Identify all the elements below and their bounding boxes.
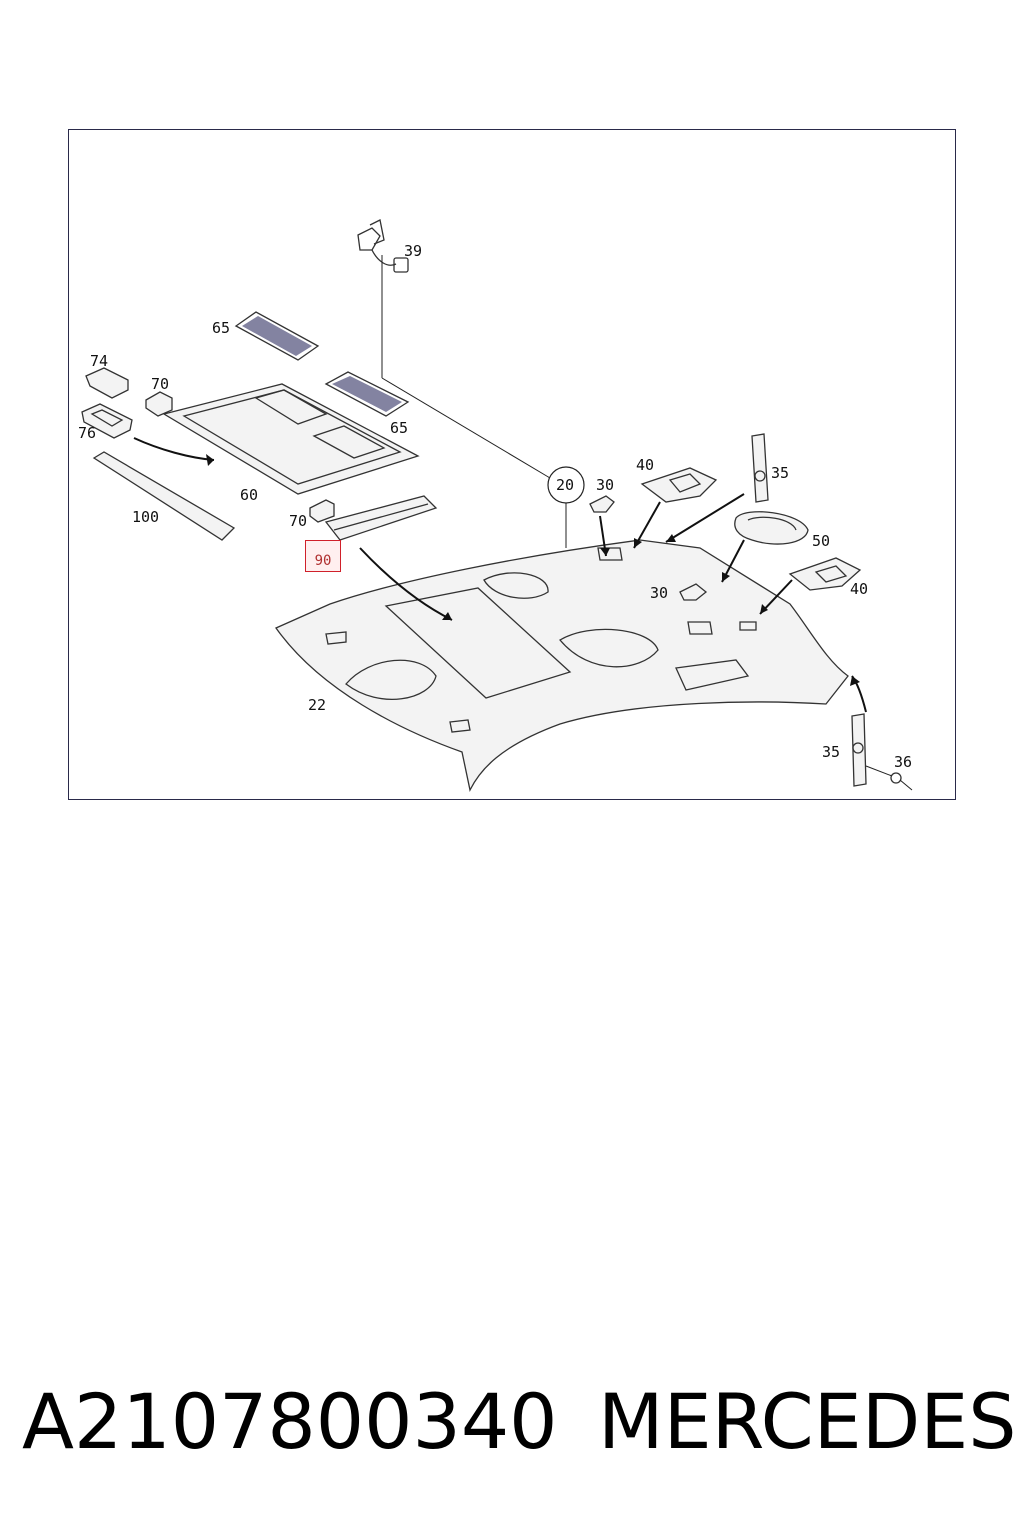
label-30-mid: 30 xyxy=(650,584,668,602)
label-39: 39 xyxy=(404,242,422,260)
part-35-bracket-b xyxy=(851,713,867,787)
label-65-top: 65 xyxy=(212,319,230,337)
label-60: 60 xyxy=(240,486,258,504)
label-70-bottom: 70 xyxy=(289,512,307,530)
label-74: 74 xyxy=(90,352,108,370)
label-20: 20 xyxy=(556,476,574,494)
part-40-bracket-b xyxy=(788,557,862,591)
part-30-clip-b xyxy=(679,583,708,601)
part-39-harness xyxy=(357,219,551,479)
label-76: 76 xyxy=(78,424,96,442)
label-50: 50 xyxy=(812,532,830,550)
part-100-trim-strip xyxy=(92,451,236,541)
part-70-clip-top xyxy=(145,391,173,417)
part-35-bracket-a xyxy=(751,433,769,503)
label-65-right: 65 xyxy=(390,419,408,437)
label-90: 90 xyxy=(314,553,332,569)
part-36-screw xyxy=(865,765,913,791)
part-40-bracket-a xyxy=(640,467,718,503)
assembly-arrows xyxy=(133,437,867,713)
label-22: 22 xyxy=(308,696,326,714)
label-40-top: 40 xyxy=(636,456,654,474)
part-65-panel-right xyxy=(324,371,410,417)
part-76-bezel xyxy=(81,403,133,439)
part-65-panel-top xyxy=(234,311,320,361)
highlighted-part-90[interactable]: 90 xyxy=(305,540,341,572)
label-100: 100 xyxy=(132,508,159,526)
label-40-right: 40 xyxy=(850,580,868,598)
label-35-bottom: 35 xyxy=(822,743,840,761)
part-50-lamp xyxy=(734,511,809,545)
footer-caption: A2107800340 MERCEDES xyxy=(22,1372,1016,1472)
brand-name: MERCEDES xyxy=(598,1377,1017,1466)
part-60-roof-panel xyxy=(162,383,420,495)
part-20-callout xyxy=(547,466,585,548)
part-70-clip-bottom xyxy=(309,499,335,523)
part-22-headliner xyxy=(275,539,849,792)
label-36: 36 xyxy=(894,753,912,771)
label-35-top: 35 xyxy=(771,464,789,482)
part-90-rail xyxy=(324,495,438,541)
label-70-top: 70 xyxy=(151,375,169,393)
part-74-cover xyxy=(85,367,129,399)
part-30-clip-a xyxy=(589,495,615,513)
label-30-top: 30 xyxy=(596,476,614,494)
part-number: A2107800340 xyxy=(22,1377,558,1466)
diagram-frame xyxy=(68,129,956,800)
